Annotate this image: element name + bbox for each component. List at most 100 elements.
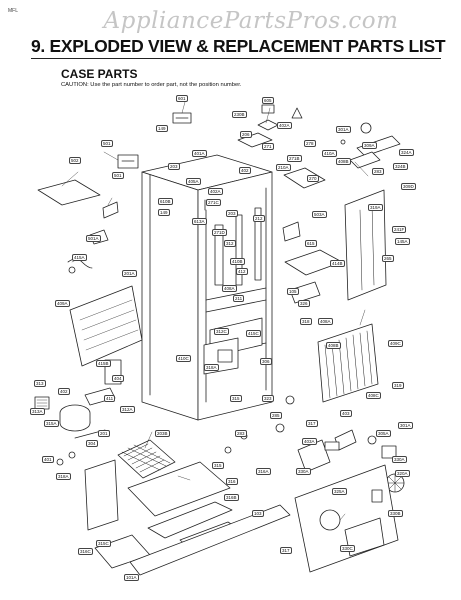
callout-149: 149 [156,125,168,132]
watermark: AppliancePartsPros.com [103,8,399,34]
callout-203b: 203 [226,210,238,217]
caution-note: CAUTION: Use the part number to order pa… [61,82,242,88]
callout-324a: 324A [399,149,414,156]
callout-201a: 201A [122,270,137,277]
evaporator [282,189,387,451]
callout-309d: 309D [401,183,416,190]
callout-319a: 319A [368,204,383,211]
callout-265: 265 [382,255,394,262]
page-title: 9. EXPLODED VIEW & REPLACEMENT PARTS LIS… [31,36,446,56]
callout-210a: 210A [276,164,291,171]
callout-312c: 312C [214,328,229,335]
fan-assembly [224,423,405,573]
callout-501a: 501A [86,235,101,242]
callout-301a-b: 301A [398,422,413,429]
callout-317b: 317 [280,547,292,554]
callout-211: 211 [233,295,245,302]
callout-283b: 283 [235,430,247,437]
callout-271d: 271D [212,229,227,236]
callout-318a: 318A [204,364,219,371]
callout-201: 201 [98,430,110,437]
back-panel [69,285,143,367]
callout-408c: 408C [366,392,381,399]
callout-501b: 501 [112,172,124,179]
callout-317: 317 [306,420,318,427]
callout-304: 304 [86,440,98,447]
base-frame [56,429,291,576]
callout-145a: 145A [395,238,410,245]
callout-408b: 408B [336,158,351,165]
callout-325a: 325A [332,488,347,495]
callout-315c: 315C [96,540,111,547]
callout-285: 285 [270,412,282,419]
leader-lines [61,101,369,521]
compressor [34,359,122,432]
callout-278: 278 [304,140,316,147]
callout-411: 411 [104,395,116,402]
callout-206: 206 [240,131,252,138]
callout-103: 103 [252,510,264,517]
callout-301a: 301A [336,126,351,133]
callout-405a: 405A [186,178,201,185]
callout-409c: 409C [388,340,403,347]
callout-319: 319 [392,382,404,389]
callout-315b: 315 [212,462,224,469]
callout-323: 323 [262,395,274,402]
callout-149b: 149 [158,209,170,216]
callout-401: 401 [42,456,54,463]
callout-403: 403 [340,410,352,417]
callout-318a-b: 318A [56,473,71,480]
callout-503a: 503A [312,211,327,218]
callout-316c: 316C [78,548,93,555]
callout-410c: 410C [176,355,191,362]
callout-613a: 613A [192,218,207,225]
callout-330b: 330B [388,510,403,517]
callout-315a: 315A [44,420,59,427]
callout-315: 315 [230,395,242,402]
callout-313a: 313A [30,408,45,415]
callout-412: 412 [236,268,248,275]
callout-309a: 309A [362,142,377,149]
callout-316b: 316B [224,494,239,501]
callout-601: 601 [176,95,188,102]
callout-610b: 610B [158,198,173,205]
callout-408a-b: 408A [318,318,333,325]
callout-414b: 414B [330,260,345,267]
callout-605: 605 [262,97,274,104]
callout-230b: 230B [232,111,247,118]
callout-316a: 316A [256,468,271,475]
callout-402a-b: 402A [208,188,223,195]
callout-502: 502 [69,157,81,164]
callout-241f: 241F [392,226,407,233]
callout-320a: 320A [395,470,410,477]
callout-306: 306 [260,358,272,365]
callout-401a: 401A [192,150,207,157]
callout-408a: 408A [222,285,237,292]
callout-415a: 415A [72,254,87,261]
callout-101a: 101A [124,574,139,581]
callout-410b: 410B [230,258,245,265]
callout-313: 313 [34,380,46,387]
title-divider [31,58,441,59]
callout-203: 203 [168,163,180,170]
callout-410a: 410A [322,150,337,157]
callout-318: 318 [300,318,312,325]
cabinet-body [141,154,273,421]
callout-305a: 305A [376,430,391,437]
callout-326: 326 [298,300,310,307]
callout-402: 402 [239,167,251,174]
callout-271b: 271B [287,155,302,162]
callout-312: 312 [224,240,236,247]
condenser-coil [117,439,176,479]
callout-105: 105 [287,288,299,295]
callout-404: 404 [112,375,124,382]
callout-408b-b: 408B [326,342,341,349]
callout-324b: 324B [393,163,408,170]
callout-312a: 312A [120,406,135,413]
callout-615: 615 [305,240,317,247]
callout-415b: 415B [96,360,111,367]
callout-402a: 402A [277,122,292,129]
callout-212: 212 [253,215,265,222]
callout-271c: 271C [206,199,221,206]
callout-330a: 330A [296,468,311,475]
